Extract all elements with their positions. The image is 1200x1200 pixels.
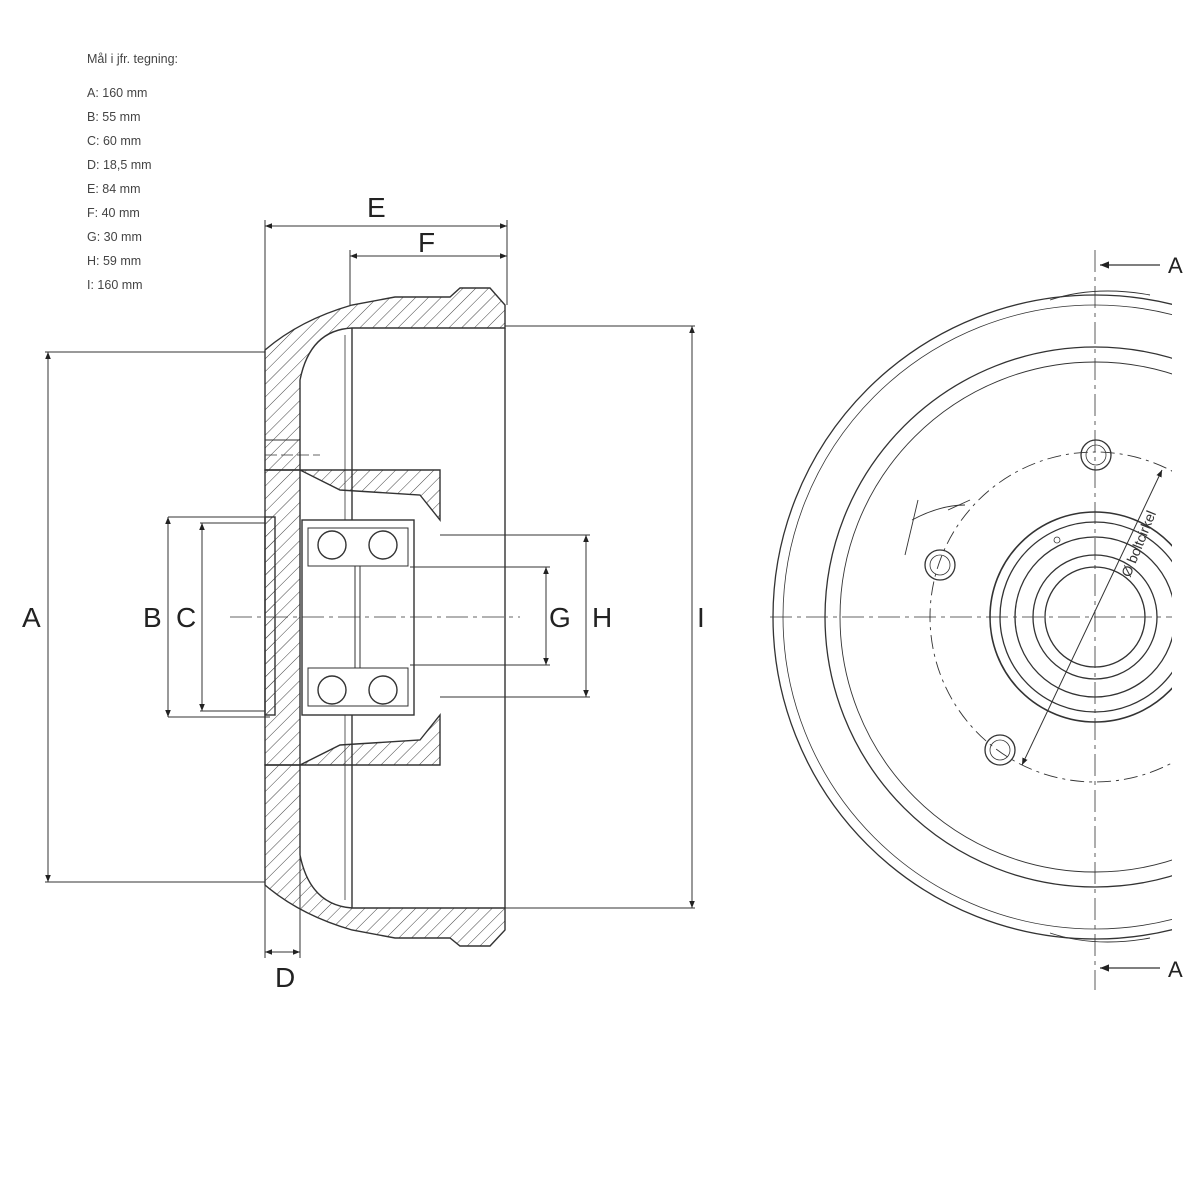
legend-item-e: E: 84 mm: [87, 182, 141, 196]
legend-item-c: C: 60 mm: [87, 134, 142, 148]
legend-item-i: I: 160 mm: [87, 278, 143, 292]
legend-item-f: F: 40 mm: [87, 206, 140, 220]
drum-wall-upper: [264, 287, 506, 522]
bearing-ball: [317, 675, 347, 705]
label-i: I: [697, 602, 705, 633]
label-a: A: [22, 602, 41, 633]
label-e: E: [367, 192, 386, 223]
section-label-bottom: A: [1168, 957, 1183, 982]
legend-item-b: B: 55 mm: [87, 110, 141, 124]
legend-item-a: A: 160 mm: [87, 86, 148, 100]
drum-wall-lower: [264, 713, 506, 947]
section-view: [168, 287, 520, 947]
label-h: H: [592, 602, 612, 633]
bearing-ball: [317, 530, 347, 560]
dimension-lines: [45, 220, 695, 958]
bearing-ball: [368, 530, 398, 560]
section-label-top: A: [1168, 253, 1183, 278]
front-view: [770, 250, 1200, 990]
legend-item-h: H: 59 mm: [87, 254, 142, 268]
dimension-legend: Mål i jfr. tegning: A: 160 mm B: 55 mm C…: [87, 52, 178, 302]
seal: [264, 516, 276, 716]
label-d: D: [275, 962, 295, 993]
bolt-hole: [984, 734, 1016, 766]
label-b: B: [143, 602, 162, 633]
label-c: C: [176, 602, 196, 633]
label-g: G: [549, 602, 571, 633]
legend-item-d: D: 18,5 mm: [87, 158, 152, 172]
legend-item-g: G: 30 mm: [87, 230, 142, 244]
label-f: F: [418, 227, 435, 258]
legend-title: Mål i jfr. tegning:: [87, 52, 179, 66]
bolt-hole: [924, 549, 956, 581]
bearing-ball: [368, 675, 398, 705]
bolt-hole: [1080, 439, 1112, 471]
